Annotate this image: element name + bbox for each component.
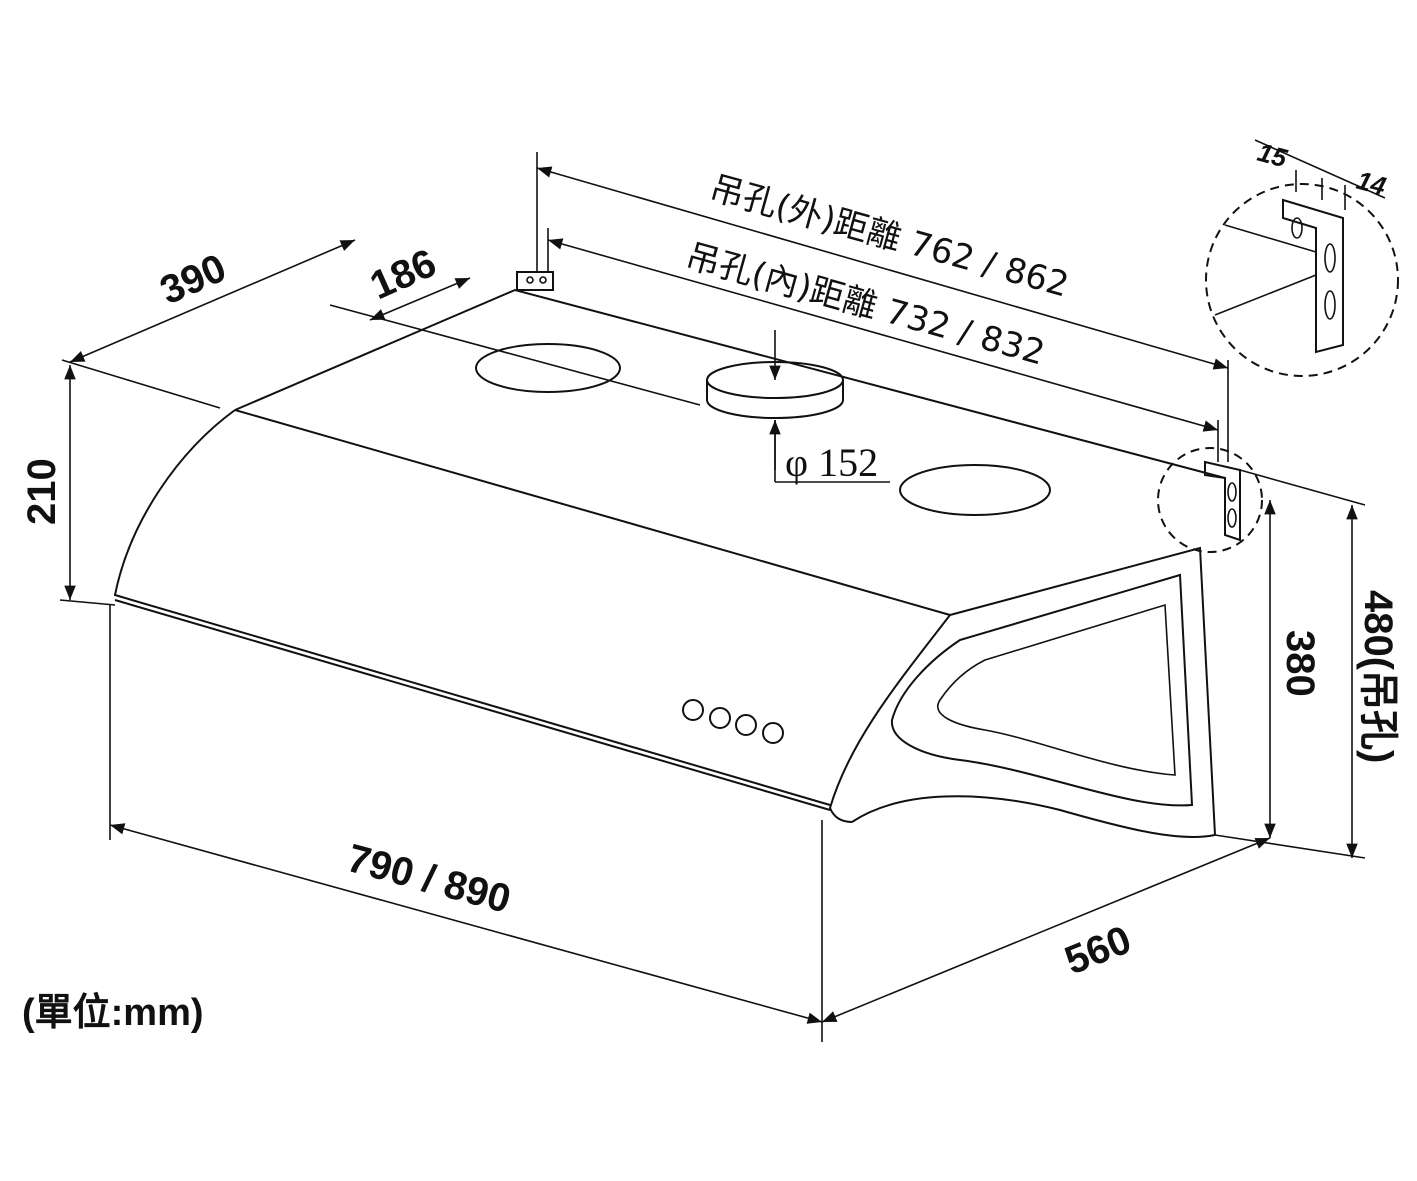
- hood-body: [113, 288, 1226, 838]
- control-button: [709, 707, 731, 729]
- dim-front-height: 210: [20, 458, 64, 525]
- exhaust-hole-right: [899, 464, 1051, 516]
- unit-note: (單位:mm): [22, 992, 204, 1034]
- dim-duct-offset: 186: [364, 241, 443, 308]
- exhaust-hole-left: [475, 343, 621, 393]
- dim-depth-top: 390: [154, 246, 233, 313]
- dim-duct-diameter: φ 152: [785, 440, 878, 485]
- control-buttons: [682, 699, 784, 744]
- hanger-bracket-left: [516, 271, 554, 291]
- bracket-detail: [1205, 139, 1399, 377]
- detail-callout-small: [1157, 447, 1263, 553]
- dimension-lines: [59, 152, 1366, 1042]
- dim-hanger-height: 480(吊孔): [1356, 590, 1400, 763]
- control-button: [762, 722, 784, 744]
- dim-side-height: 380: [1278, 630, 1322, 697]
- dim-depth-bottom: 560: [1059, 918, 1137, 984]
- control-button: [735, 714, 757, 736]
- control-button: [682, 699, 704, 721]
- dim-bracket-a: 15: [1254, 137, 1290, 174]
- dim-width: 790 / 890: [343, 836, 516, 922]
- dim-bracket-b: 14: [1353, 165, 1389, 202]
